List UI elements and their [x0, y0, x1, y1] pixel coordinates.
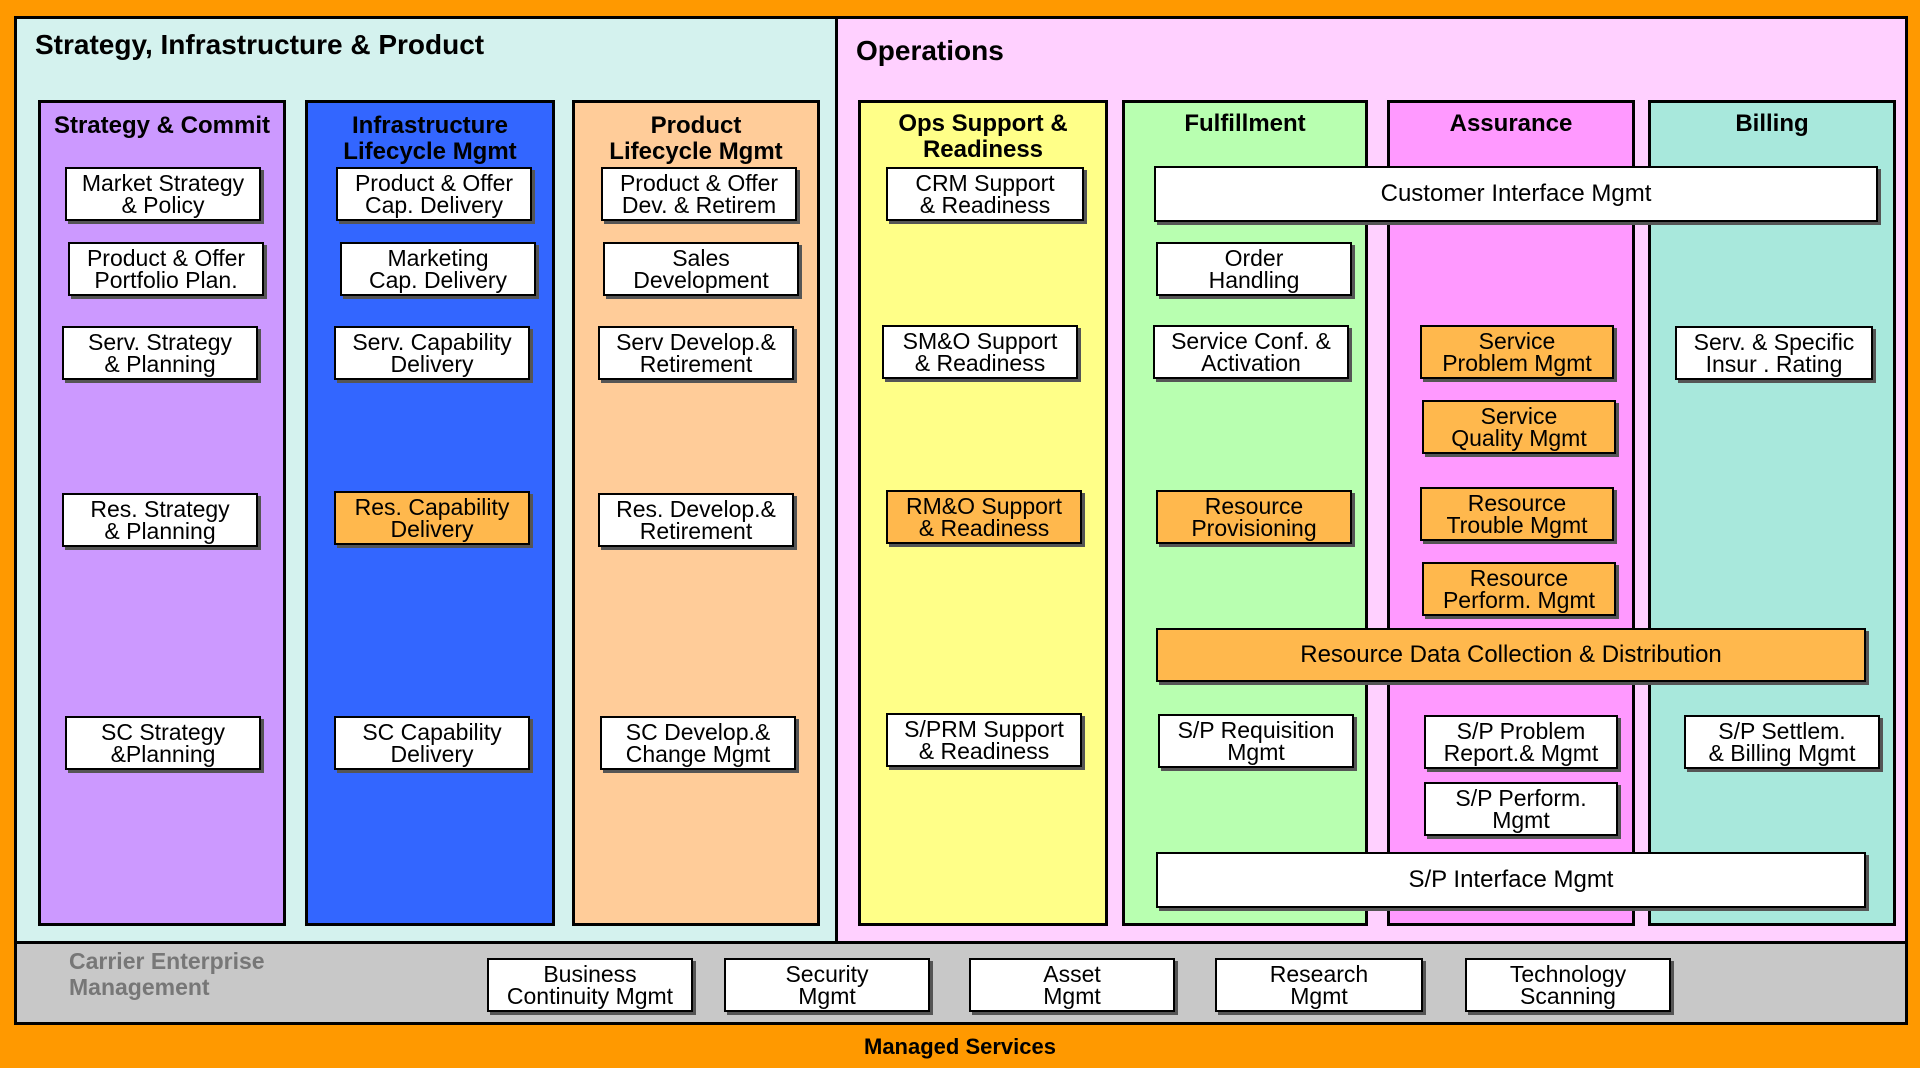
- process-box: Serv. Capability Delivery: [334, 326, 530, 380]
- cem-box: Research Mgmt: [1215, 958, 1423, 1012]
- process-box: S/P Perform. Mgmt: [1424, 782, 1618, 836]
- managed-services-label: Managed Services: [864, 1034, 1056, 1059]
- sip-title: Strategy, Infrastructure & Product: [35, 29, 485, 60]
- column-title: Infrastructure Lifecycle Mgmt: [343, 112, 517, 165]
- process-box: Res. Strategy & Planning: [62, 493, 258, 547]
- process-box-highlighted: Service Problem Mgmt: [1420, 325, 1614, 379]
- process-box: Marketing Cap. Delivery: [340, 242, 536, 296]
- process-box-highlighted: Service Quality Mgmt: [1422, 400, 1616, 454]
- column-title: Strategy & Commit: [53, 112, 271, 139]
- process-box: Serv. & Specific Insur . Rating: [1675, 326, 1873, 380]
- process-box: Product & Offer Portfolio Plan.: [68, 242, 264, 296]
- process-box-highlighted: Resource Trouble Mgmt: [1420, 487, 1614, 541]
- process-box-highlighted: RM&O Support & Readiness: [886, 490, 1082, 544]
- process-box: Product & Offer Cap. Delivery: [336, 167, 532, 221]
- column-title: Ops Support & Readiness: [898, 110, 1068, 163]
- process-box: Service Conf. & Activation: [1153, 325, 1349, 379]
- process-box: SC Strategy &Planning: [65, 716, 261, 770]
- process-box: SC Capability Delivery: [334, 716, 530, 770]
- cem-box: Business Continuity Mgmt: [487, 958, 693, 1012]
- process-box: S/P Requisition Mgmt: [1158, 714, 1354, 768]
- ops-title: Operations: [856, 35, 1004, 66]
- column-title: Billing: [1735, 110, 1809, 137]
- column-title: Assurance: [1449, 110, 1573, 137]
- process-box-highlighted: Resource Provisioning: [1156, 490, 1352, 544]
- process-box: Serv Develop.& Retirement: [598, 326, 794, 380]
- resource-data-collection-box: Resource Data Collection & Distribution: [1156, 628, 1866, 682]
- customer-interface-box: Customer Interface Mgmt: [1154, 166, 1878, 222]
- column-billing: Billing: [1648, 100, 1896, 926]
- cem-title: Carrier Enterprise Management: [69, 948, 265, 1000]
- process-box-highlighted: Resource Perform. Mgmt: [1422, 562, 1616, 616]
- process-box: CRM Support & Readiness: [886, 167, 1084, 221]
- cem-box: Security Mgmt: [724, 958, 930, 1012]
- cem-box: Asset Mgmt: [969, 958, 1175, 1012]
- process-box: Res. Develop.& Retirement: [598, 493, 794, 547]
- process-box: Serv. Strategy & Planning: [62, 326, 258, 380]
- process-box: Market Strategy & Policy: [65, 167, 261, 221]
- cem-box: Technology Scanning: [1465, 958, 1671, 1012]
- process-box: SM&O Support & Readiness: [882, 325, 1078, 379]
- process-box: Sales Development: [603, 242, 799, 296]
- process-box: S/P Settlem. & Billing Mgmt: [1684, 715, 1880, 769]
- process-box: Order Handling: [1156, 242, 1352, 296]
- column-title: Product Lifecycle Mgmt: [609, 112, 783, 165]
- sp-interface-box: S/P Interface Mgmt: [1156, 852, 1866, 908]
- process-box: Product & Offer Dev. & Retirem: [601, 167, 797, 221]
- process-box: S/P Problem Report.& Mgmt: [1424, 715, 1618, 769]
- process-box-highlighted: Res. Capability Delivery: [334, 491, 530, 545]
- process-box: S/PRM Support & Readiness: [886, 713, 1082, 767]
- process-box: SC Develop.& Change Mgmt: [600, 716, 796, 770]
- column-title: Fulfillment: [1184, 110, 1306, 137]
